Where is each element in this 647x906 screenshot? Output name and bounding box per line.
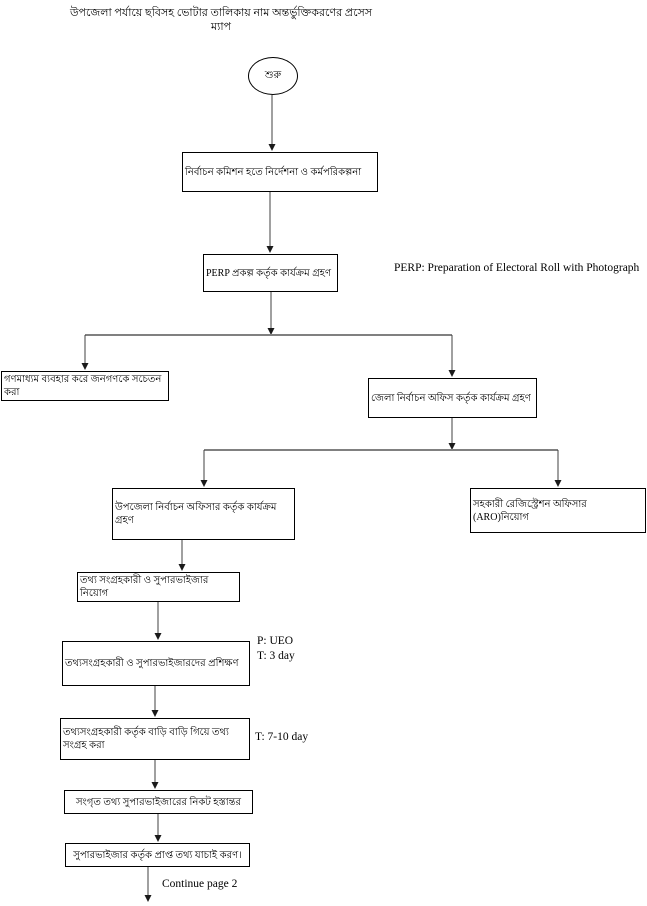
perp-definition-note: PERP: Preparation of Electoral Roll with… — [394, 262, 640, 274]
arrowhead — [154, 835, 162, 842]
node-handover: সংগৃত তথ্য সুপারভাইজারের নিকট হস্তান্তর — [64, 790, 253, 814]
arrowhead — [554, 480, 562, 487]
arrowhead — [81, 363, 89, 370]
arrowhead — [154, 633, 162, 640]
collection-time-note: T: 7-10 day — [255, 731, 309, 743]
continue-page-note: Continue page 2 — [162, 878, 238, 890]
node-collector-recruit: তথ্য সংগ্রহকারী ও সুপারভাইজার নিয়োগ — [77, 572, 240, 602]
training-note-time: T: 3 day — [257, 650, 295, 662]
node-district-office: জেলা নির্বাচন অফিস কর্তৃক কার্যক্রম গ্রহ… — [368, 378, 537, 418]
node-door-to-door-collection: তথ্যসংগ্রহকারী কর্তৃক বাড়ি বাড়ি গিয়ে … — [60, 718, 250, 760]
page-title: উপজেলা পর্যায়ে ছবিসহ ভোটার তালিকায় নাম… — [69, 7, 373, 33]
node-ec-directive: নির্বাচন কমিশন হতে নির্দেশনা ও কর্মপরিকল… — [182, 152, 378, 192]
training-note-person: P: UEO — [257, 635, 294, 647]
arrowhead — [448, 443, 456, 450]
node-upazila-officer: উপজেলা নির্বাচন অফিসার কর্তৃক কার্যক্রম … — [112, 488, 295, 540]
node-mass-media: গণমাধ্যম ব্যবহার করে জনগণকে সচেতন করা — [1, 371, 169, 401]
training-note: P: UEO T: 3 day — [257, 634, 295, 664]
arrowhead — [267, 328, 275, 335]
node-verification: সুপারভাইজার কর্তৃক প্রাপ্ত তথ্য যাচাই কর… — [65, 843, 250, 867]
node-training: তথ্যসংগ্রহকারী ও সুপারভাইজারদের প্রশিক্ষ… — [62, 641, 250, 686]
arrowhead — [151, 782, 159, 789]
arrowhead — [448, 370, 456, 377]
arrowhead — [178, 564, 186, 571]
arrowhead — [268, 144, 276, 151]
arrowhead — [266, 246, 274, 253]
node-perp-project: PERP প্রকল্প কর্তৃক কার্যক্রম গ্রহণ — [203, 254, 338, 292]
arrowhead — [151, 710, 159, 717]
start-terminator: শুরু — [248, 57, 298, 95]
arrowhead — [144, 895, 152, 902]
arrowhead — [200, 480, 208, 487]
node-aro-appointment: সহকারী রেজিস্ট্রেশন অফিসার (ARO)নিয়োগ — [470, 488, 646, 533]
